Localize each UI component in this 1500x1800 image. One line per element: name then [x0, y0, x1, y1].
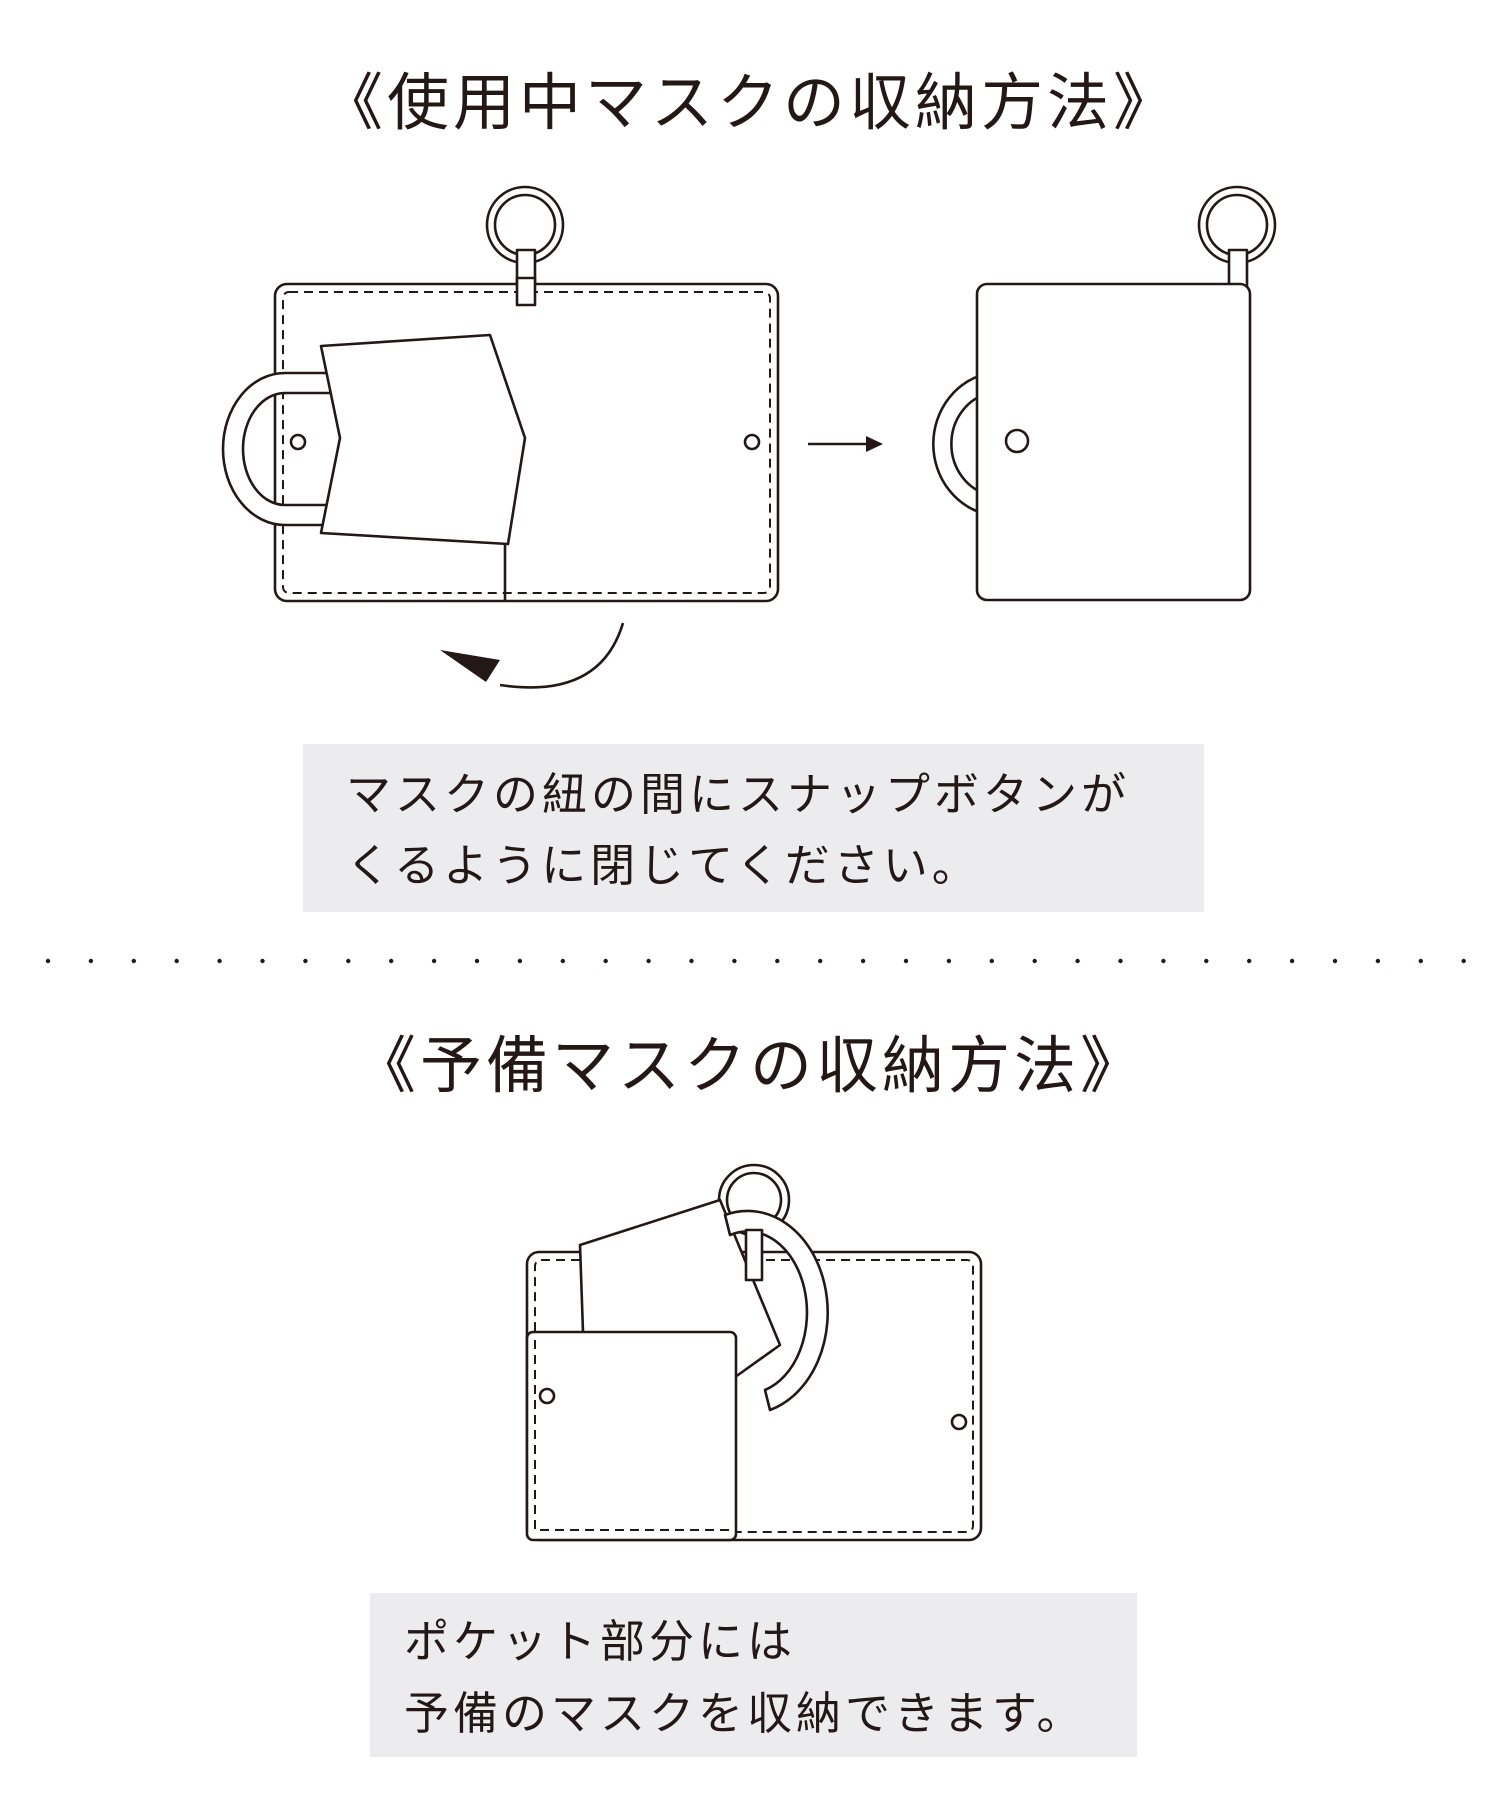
divider-dot: [903, 958, 909, 964]
section1-note-line: マスクの紐の間にスナップボタンが: [346, 768, 1131, 821]
divider-dot: [131, 958, 136, 964]
divider-dot: [303, 958, 308, 964]
divider-dot: [1332, 958, 1338, 964]
divider-dot: [1204, 958, 1209, 964]
divider-dot: [260, 958, 265, 964]
divider-dot: [1375, 958, 1381, 964]
pocket: [525, 1330, 738, 1542]
dotted-divider: [45, 958, 1466, 964]
section2-title: 《予備マスクの収納方法》: [353, 1029, 1146, 1102]
divider-dot: [775, 958, 780, 964]
divider-dot: [174, 958, 179, 964]
section1-note-line: くるように閉じてください。: [346, 839, 981, 892]
divider-dot: [646, 958, 651, 964]
section2-note-line: 予備のマスクを収納できます。: [404, 1687, 1086, 1740]
divider-dot: [946, 958, 952, 964]
divider-dot: [1418, 958, 1424, 964]
divider-dot: [88, 958, 94, 964]
divider-dot: [431, 958, 437, 964]
divider-dot: [989, 958, 994, 964]
divider-dot: [474, 958, 480, 964]
divider-dot: [346, 958, 351, 964]
divider-dot: [560, 958, 565, 964]
divider-dot: [603, 958, 608, 964]
divider-dot: [818, 958, 823, 964]
divider-dot: [517, 958, 523, 964]
snap-button-icon: [1004, 428, 1030, 454]
snap-button-icon: [743, 433, 761, 451]
divider-dot: [1161, 958, 1166, 964]
open-case-with-mask-illustration: [221, 185, 780, 689]
closed-case-illustration: [932, 185, 1277, 602]
section2-note-line: ポケット部分には: [404, 1615, 797, 1668]
divider-dot: [1289, 958, 1295, 964]
divider-dot: [45, 958, 51, 964]
divider-dot: [217, 958, 222, 964]
divider-dot: [1118, 958, 1123, 964]
fold-arrow-icon: [440, 650, 500, 682]
divider-dot: [860, 958, 866, 964]
section1-note: マスクの紐の間にスナップボタンが くるように閉じてください。: [303, 744, 1204, 912]
divider-dot: [1461, 958, 1466, 964]
divider-dot: [1075, 958, 1080, 964]
mask-ear-loop: [221, 371, 337, 527]
divider-dot: [689, 958, 694, 964]
section1-title: 《使用中マスクの収納方法》: [320, 66, 1179, 139]
mask-icon: [319, 333, 527, 546]
divider-dot: [1032, 958, 1037, 964]
divider-dot: [732, 958, 737, 964]
divider-dot: [389, 958, 394, 964]
pocket-with-spare-mask-illustration: [525, 1163, 983, 1542]
right-arrow-icon: [808, 436, 883, 452]
divider-dot: [1247, 958, 1252, 964]
section2-note: ポケット部分には 予備のマスクを収納できます。: [370, 1593, 1137, 1757]
